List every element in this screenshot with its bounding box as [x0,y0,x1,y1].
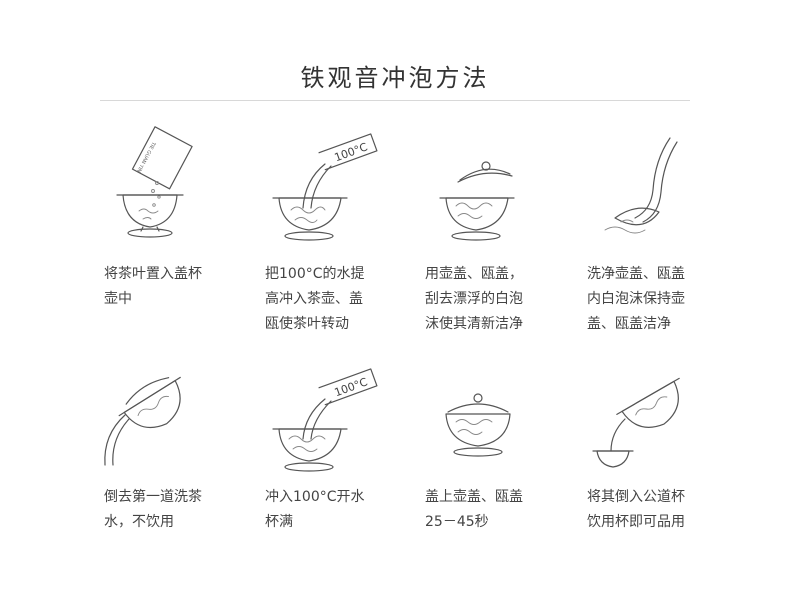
step-6-illustration: 100°C [272,368,378,472]
step-4-illustration [604,137,678,234]
step-3-caption: 用壶盖、瓯盖， 刮去漂浮的白泡 沫使其清新洁净 [425,266,523,332]
step-5-illustration [104,376,181,466]
step-3-illustration [439,161,515,241]
step-5-caption: 倒去第一道洗茶 水，不饮用 [104,489,202,530]
step-6-caption: 冲入100°C开水 杯满 [265,489,365,530]
title-divider [100,100,690,101]
step-7-illustration [445,393,511,457]
step-7-caption: 盖上壶盖、瓯盖 25－45秒 [425,489,523,530]
step-1-caption: 将茶叶置入盖杯 壶中 [104,266,202,307]
step-8-illustration [592,377,680,468]
step-1-illustration: TIE GUAN YIN [116,126,193,238]
step-4-caption: 洗净壶盖、瓯盖 内白泡沫保持壶 盖、瓯盖洁净 [587,266,685,332]
page-title: 铁观音冲泡方法 [300,64,490,92]
step-2-illustration: 100°C [272,133,378,241]
step-2-caption: 把100°C的水提 高冲入茶壶、盖 瓯使茶叶转动 [265,266,365,332]
step-8-caption: 将其倒入公道杯 饮用杯即可品用 [587,489,685,530]
